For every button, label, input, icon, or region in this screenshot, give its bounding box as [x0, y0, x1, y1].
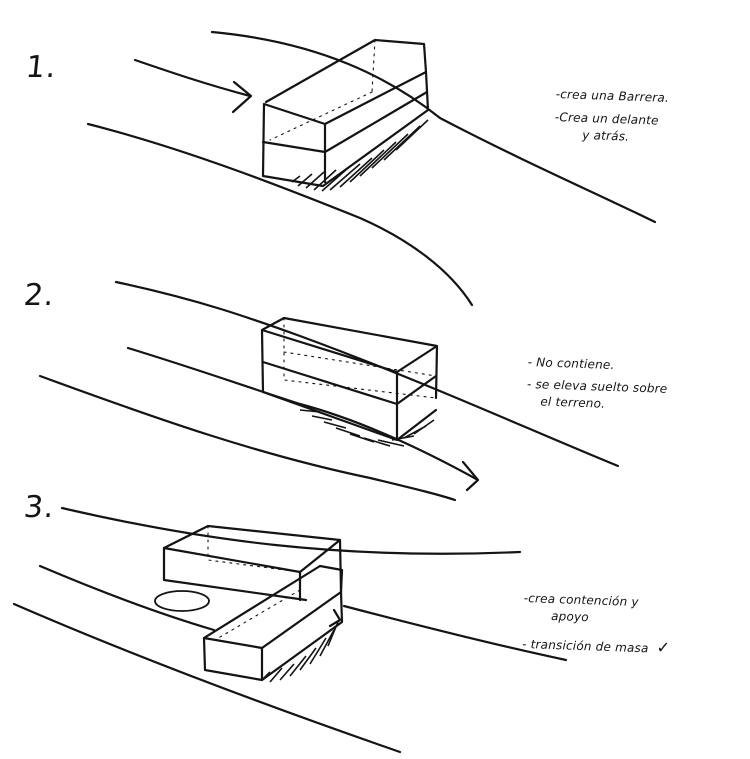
hidden-edge	[207, 525, 301, 573]
terrain-line	[60, 506, 522, 555]
step-2-notes: - No contiene. - se eleva suelto sobre e…	[526, 354, 668, 415]
box-volume-upper	[162, 524, 343, 602]
sketch-step-3	[12, 506, 568, 754]
terrain-line	[86, 122, 474, 307]
note-line: - No contiene.	[527, 354, 615, 373]
terrain-line	[12, 602, 402, 754]
step-1-notes: -crea una Barrera. -Crea un delante y at…	[554, 86, 670, 147]
check-mark-icon: ✓	[656, 637, 671, 658]
ellipse-mark	[154, 590, 210, 612]
arrow-icon	[298, 402, 480, 492]
note-text: - transición de masa	[521, 636, 649, 656]
box-volume	[260, 316, 439, 442]
shadow-hatch	[291, 119, 429, 192]
sketch-step-2	[38, 280, 620, 502]
sketch-step-1	[86, 30, 657, 307]
step-number-3: 3.	[22, 490, 57, 525]
step-number-1: 1.	[24, 50, 59, 85]
step-number-2: 2.	[22, 278, 57, 313]
hidden-edge	[283, 317, 437, 399]
terrain-line	[114, 280, 620, 468]
box-volume-lower	[202, 564, 344, 682]
box-volume	[261, 38, 430, 188]
terrain-line	[210, 30, 657, 224]
arrow-icon	[133, 58, 253, 114]
arrow-icon	[328, 608, 342, 628]
terrain-line	[38, 564, 216, 632]
note-line: -crea una Barrera.	[555, 86, 670, 105]
hidden-edge	[214, 589, 301, 641]
terrain-line	[38, 374, 457, 502]
terrain-line	[342, 604, 568, 662]
hidden-edge	[269, 39, 376, 141]
step-3-notes: -crea contención y apoyo - transición de…	[522, 590, 672, 658]
